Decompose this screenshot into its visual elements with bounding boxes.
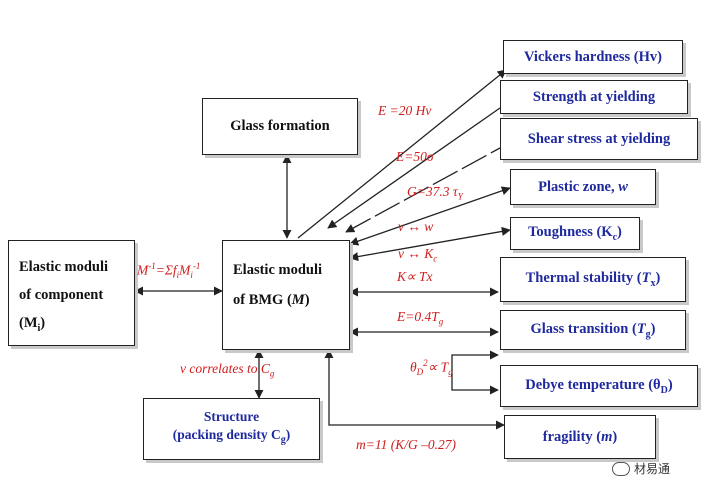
packing-density-label: (packing density Cg) bbox=[172, 427, 291, 446]
g-tau-relation: G=37.3 τY bbox=[407, 184, 463, 202]
plastic-zone-box: Plastic zone, w bbox=[510, 169, 656, 205]
watermark: 材易通 bbox=[612, 460, 670, 477]
component-moduli-line2: of component bbox=[19, 287, 104, 303]
e-tg-relation: E=0.4Tg bbox=[397, 309, 444, 327]
glass-formation-box: Glass formation bbox=[202, 98, 358, 155]
nu-cg-relation: ν correlates to Cg bbox=[180, 361, 275, 379]
thermal-stability-label: Thermal stability (Tx) bbox=[525, 270, 661, 289]
glass-transition-label: Glass transition (Tg) bbox=[530, 320, 656, 340]
e-sigma-relation: E=50σ bbox=[396, 149, 434, 164]
vickers-arrow bbox=[297, 69, 507, 239]
shear-stress-box: Shear stress at yielding bbox=[500, 118, 698, 160]
bmg-moduli-line1: Elastic moduli bbox=[233, 262, 323, 278]
structure-label: Structure bbox=[203, 409, 260, 425]
plastic-zone-label: Plastic zone, w bbox=[538, 178, 628, 195]
shear-stress-label: Shear stress at yielding bbox=[527, 130, 671, 147]
debye-temperature-label: Debye temperature (θD) bbox=[525, 376, 673, 396]
toughness-label: Toughness (Kc) bbox=[528, 224, 622, 243]
nu-w-relation: ν ↔ w bbox=[398, 219, 434, 234]
component-moduli-line1: Elastic moduli bbox=[19, 259, 109, 275]
glass-transition-box: Glass transition (Tg) bbox=[500, 310, 686, 350]
bmg-moduli-box: Elastic moduli of BMG (M) bbox=[222, 240, 350, 350]
toughness-box: Toughness (Kc) bbox=[510, 217, 640, 250]
component-moduli-box: Elastic moduli of component (Mi) bbox=[8, 240, 135, 346]
strength-yielding-label: Strength at yielding bbox=[532, 88, 656, 105]
thermal-stability-box: Thermal stability (Tx) bbox=[500, 257, 686, 302]
rule-of-mixtures-label: M-1=ΣfiMi-1 bbox=[137, 261, 201, 281]
tg-debye-bracket bbox=[451, 350, 499, 395]
fragility-box: fragility (m) bbox=[504, 415, 656, 459]
bmg-moduli-line2: of BMG (M) bbox=[233, 292, 310, 308]
watermark-text: 材易通 bbox=[634, 462, 671, 476]
theta-tg-relation: θD2∝ Tg bbox=[410, 358, 453, 378]
fragility-arrow bbox=[324, 349, 505, 430]
debye-temperature-box: Debye temperature (θD) bbox=[500, 365, 698, 407]
m-kg-relation: m=11 (K/G –0.27) bbox=[356, 437, 456, 452]
fragility-label: fragility (m) bbox=[542, 428, 618, 445]
component-moduli-line3: (Mi) bbox=[19, 315, 46, 334]
glass-formation-label: Glass formation bbox=[230, 118, 330, 134]
e-hv-relation: E =20 Hv bbox=[378, 103, 432, 118]
strength-yielding-box: Strength at yielding bbox=[500, 80, 688, 114]
nu-kc-relation: ν ↔ Kc bbox=[398, 246, 438, 264]
structure-box: Structure (packing density Cg) bbox=[143, 398, 320, 460]
k-tx-relation: K∝ Tx bbox=[397, 269, 433, 284]
vickers-hardness-label: Vickers hardness (Hv) bbox=[523, 48, 662, 65]
toughness-arrow bbox=[349, 226, 511, 262]
chat-bubble-icon bbox=[612, 461, 630, 476]
vickers-hardness-box: Vickers hardness (Hv) bbox=[503, 40, 683, 74]
